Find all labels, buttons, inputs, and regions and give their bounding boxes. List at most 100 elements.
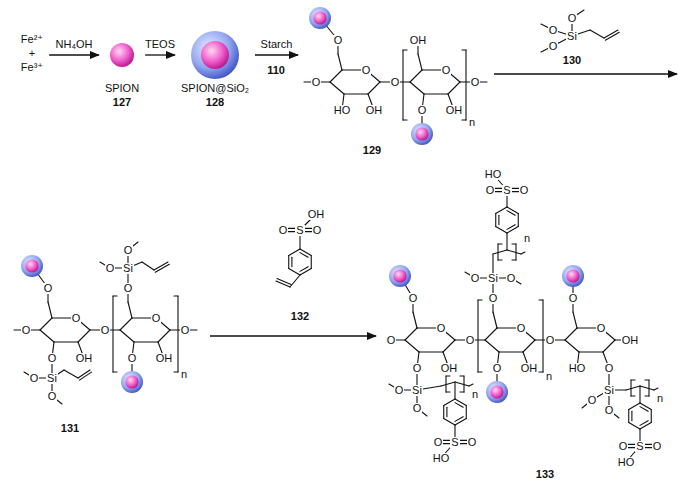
bond-line (495, 214, 496, 227)
compound-node: SPION@SiO₂128 (177, 29, 253, 111)
bond-line (469, 384, 473, 386)
bond-line (112, 296, 113, 372)
bond-line (512, 243, 516, 244)
bond-line (605, 32, 619, 40)
bond-line (462, 49, 466, 50)
bond-line (651, 410, 652, 423)
bond-line (174, 371, 178, 372)
silica-shell (389, 265, 411, 287)
atom-label: O (100, 325, 111, 336)
atom-label: O (516, 323, 527, 334)
bond-line (338, 54, 342, 70)
nanoparticle-sphere (21, 255, 43, 277)
reaction-arrow (494, 73, 677, 74)
reagent-label: Starch (259, 38, 295, 51)
bond-line (455, 399, 466, 406)
bond-line (446, 391, 450, 392)
nanoparticle-sphere (309, 7, 331, 29)
bond-line (498, 243, 502, 244)
atom-label: O (47, 353, 58, 364)
atom-label: O (433, 437, 444, 448)
atom-label: O (311, 77, 322, 88)
iron-oxide-core (415, 127, 428, 140)
atom-label: O (361, 65, 372, 76)
atom-label: OH (307, 209, 326, 220)
iron-oxide-core (393, 269, 406, 282)
atom-label: O (408, 293, 419, 304)
compound-number: 132 (290, 311, 310, 322)
bond-line (448, 82, 460, 94)
bond-line (290, 275, 300, 287)
bond-line (289, 269, 300, 276)
atom-label: O (519, 185, 530, 196)
bond-line (455, 417, 463, 422)
bond-line (478, 299, 482, 300)
atom-label: O (567, 13, 578, 24)
bond-line (539, 371, 543, 372)
bond-line (521, 252, 525, 254)
atom-label: n (545, 371, 553, 382)
silica-shell (21, 255, 43, 277)
nanoparticle-sphere (411, 123, 433, 145)
bond-line (640, 407, 648, 412)
bond-line (507, 227, 518, 234)
atom-label: O (180, 325, 191, 336)
nanoparticle-sphere (191, 31, 239, 79)
bond-line (120, 318, 132, 330)
atom-label: OH (520, 363, 539, 374)
atom-label: OH (155, 353, 174, 364)
bond-line (493, 312, 497, 328)
compound-node: Fe²⁺+Fe³⁺ (17, 30, 47, 76)
bond-line (446, 375, 450, 376)
atom-label: S (450, 437, 459, 448)
bond-line (344, 93, 368, 94)
bond-line (640, 386, 654, 390)
atom-label: Si (487, 273, 499, 284)
bond-line (523, 340, 535, 352)
atom-label: S (295, 225, 304, 236)
bond-line (507, 225, 515, 230)
bond-line (630, 380, 631, 396)
atom-label: OH (365, 105, 384, 116)
iron-oxide-core (125, 375, 138, 388)
atom-label: HO (333, 105, 352, 116)
atom-label: n (468, 117, 476, 128)
nanoparticle-sphere (562, 265, 584, 287)
bond-line (441, 382, 455, 386)
bond-line (78, 330, 90, 342)
atom-label: O (390, 77, 401, 88)
atom-label: O (618, 441, 629, 452)
bond-line (120, 330, 134, 342)
bond-line (603, 340, 615, 352)
silica-shell (309, 7, 331, 29)
bond-line (277, 279, 291, 285)
bond-line (330, 82, 344, 94)
nanoparticle-sphere (110, 43, 134, 67)
bond-line (496, 207, 507, 214)
atom-label: O (151, 313, 162, 324)
bond-line (405, 328, 417, 340)
bond-line (413, 312, 417, 328)
bond-line (113, 295, 117, 296)
atom-label: O (587, 395, 598, 406)
compound-name: SPION (105, 81, 139, 95)
iron-oxide-core (110, 43, 134, 67)
bond-line (54, 341, 78, 342)
atom-label: O (71, 313, 82, 324)
bond-line (539, 299, 543, 300)
bond-line (455, 382, 469, 386)
atom-label: Si (603, 385, 615, 396)
bond-line (177, 296, 178, 372)
bond-line (640, 423, 651, 430)
reaction-arrow (49, 54, 99, 55)
bond-line (403, 119, 407, 120)
bond-line (477, 300, 478, 372)
bond-line (507, 250, 521, 254)
nanoparticle-sphere (486, 381, 508, 403)
bond-line (424, 93, 448, 94)
bond-line (518, 214, 519, 227)
atom-label: Si (46, 373, 58, 384)
compound-name: Fe³⁺ (21, 60, 43, 74)
bond-line (654, 388, 658, 390)
bond-line (403, 49, 407, 50)
